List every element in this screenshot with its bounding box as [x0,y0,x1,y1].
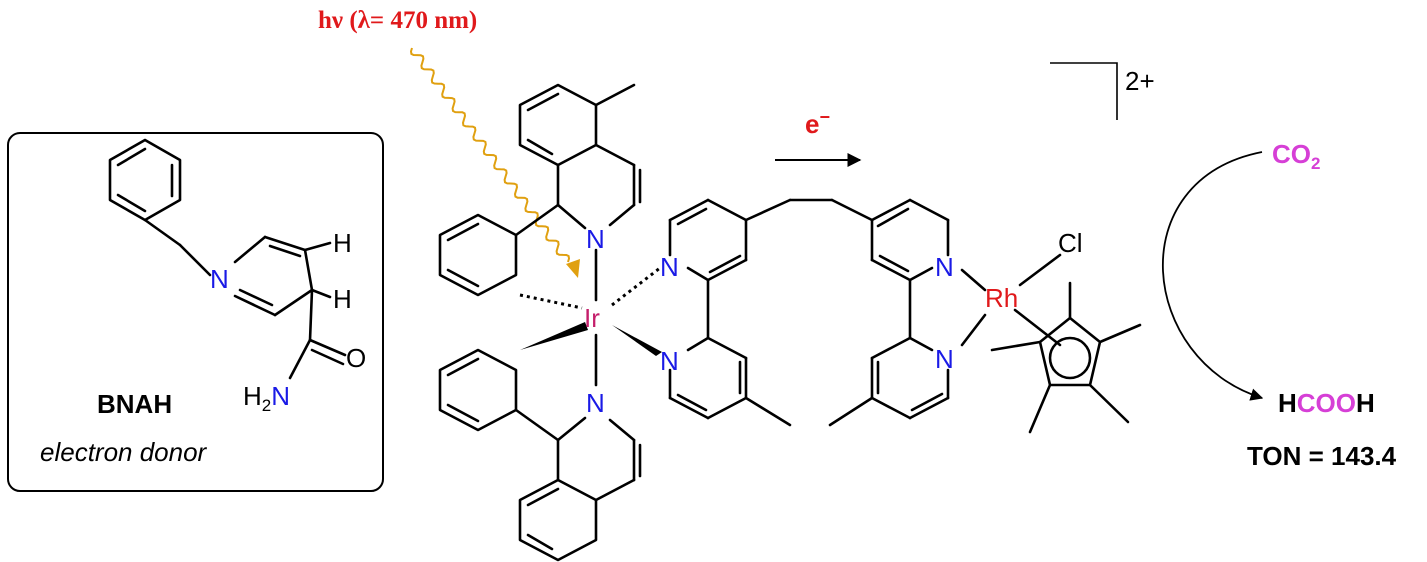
hcooh-label: HCOOH [1278,388,1375,418]
donor-box [7,132,384,492]
ton-label: TON = 143.4 [1247,441,1397,471]
bnah-h1: H [333,228,352,258]
ir-n-top: N [586,224,605,254]
rh-metal: Rh [985,283,1018,313]
rh-cl: Cl [1058,228,1083,258]
ir-metal: Ir [584,303,600,333]
light-unit: nm) [428,7,477,34]
light-prefix: hν (λ= [318,7,390,34]
light-arrowhead [566,259,580,278]
bnah-name: BNAH [97,389,172,419]
bnah-h2: H [333,284,352,314]
bnah-nh2-subscript: 2 [262,396,271,415]
charge-label: 2+ [1125,66,1155,96]
bnah-n: N [210,264,229,294]
electron-symbol: e [805,109,819,139]
hcooh-coo: COO [1297,388,1356,418]
rh-n2: N [935,344,954,374]
ir-n-bpy1: N [660,252,679,282]
charge-bracket [1050,62,1118,120]
light-wavelength: 470 [390,7,428,34]
ir-complex-structure [438,83,1142,562]
bnah-structure [108,138,347,380]
bnah-role: electron donor [40,437,208,467]
ir-n-bottom: N [586,388,605,418]
ir-n-bpy2: N [660,346,679,376]
bnah-o: O [346,343,366,373]
electron-label: e− [805,107,830,139]
bnah-nh2-n: N [271,381,290,411]
hcooh-h2: H [1356,388,1375,418]
bnah-nh2-h: H [243,381,262,411]
bnah-nh2: H2N [243,381,290,415]
wavy-light-arrow [409,47,571,263]
rh-n1: N [935,252,954,282]
co2-main: CO [1272,139,1311,169]
co2-subscript: 2 [1311,154,1320,173]
hcooh-h1: H [1278,388,1297,418]
electron-superscript: − [819,107,830,127]
cycle-arrow [1162,151,1264,401]
co2-label: CO2 [1272,139,1320,173]
light-label: hν (λ= 470 nm) [318,7,477,34]
